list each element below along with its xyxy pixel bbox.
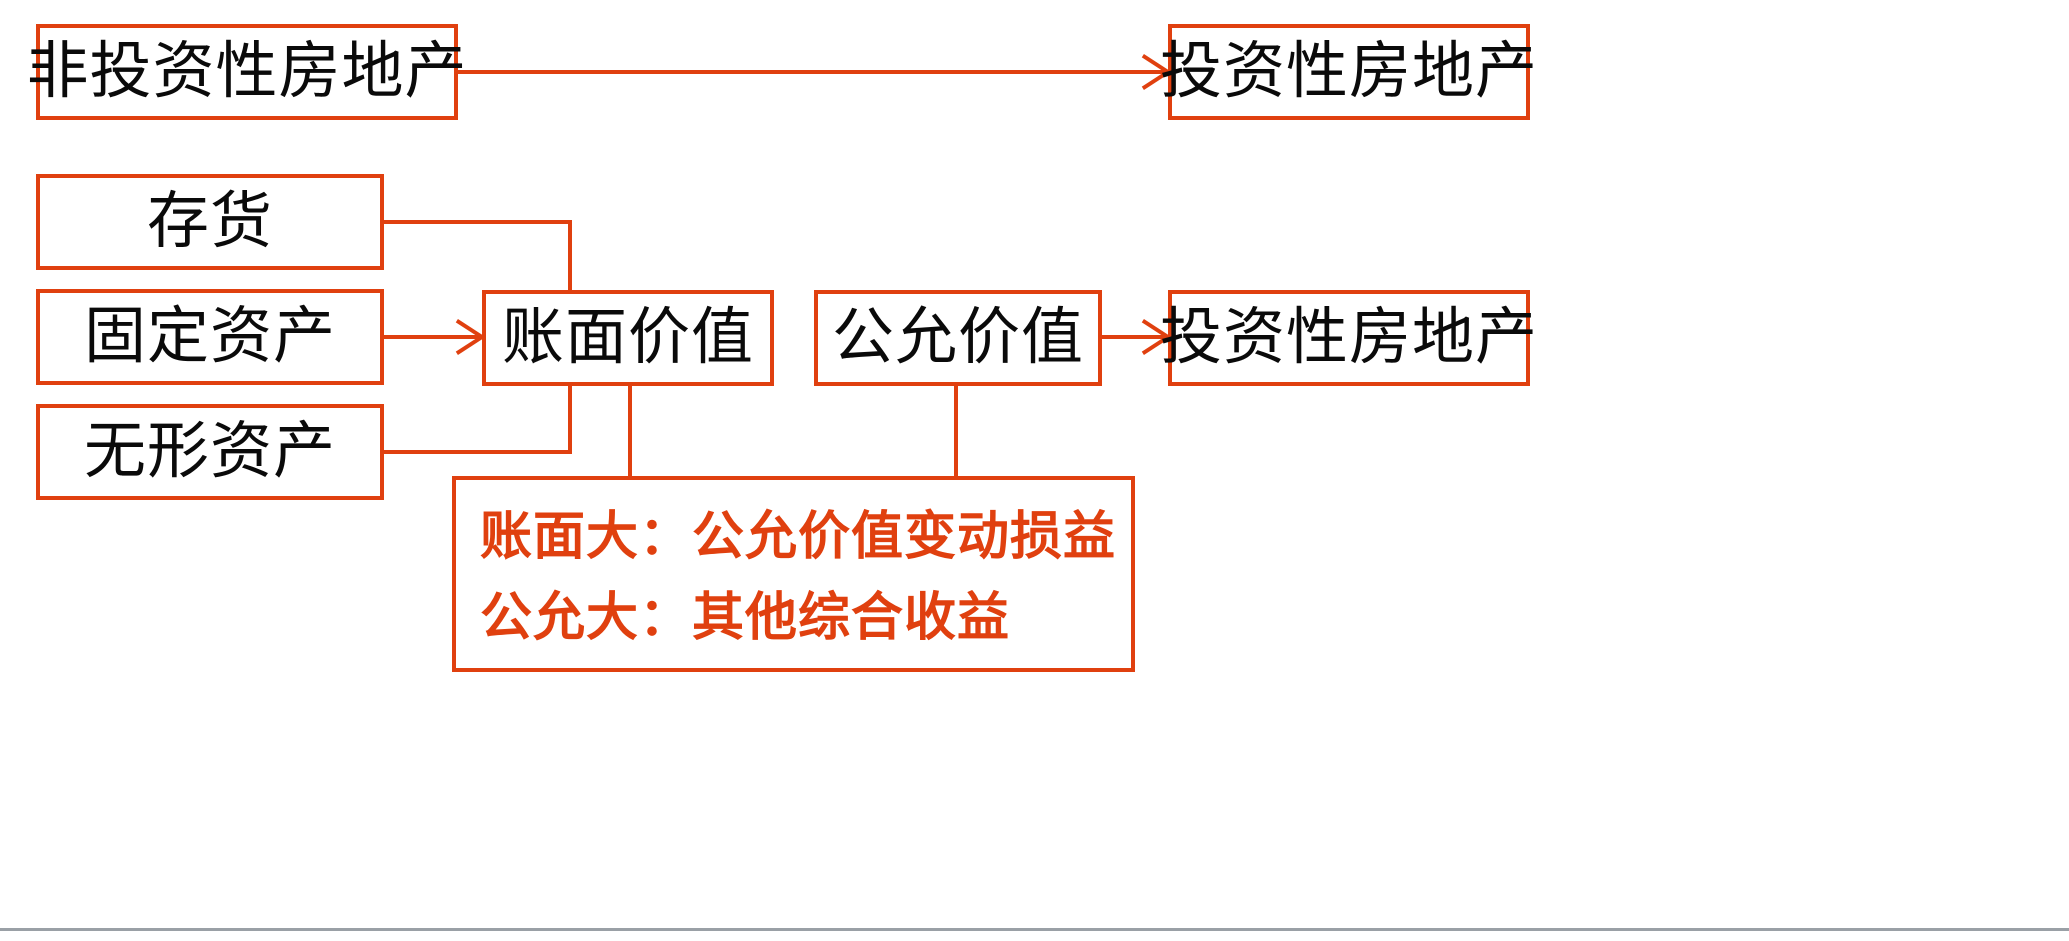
box-inventory: 存货 (36, 174, 384, 270)
box-investment-real-estate-top: 投资性房地产 (1160, 24, 1537, 120)
connector-fair-value-down (954, 386, 958, 482)
connector-inventory-stub (384, 220, 572, 224)
box-investment-real-estate-middle: 投资性房地产 (1160, 290, 1537, 386)
connector-intangible-stub (384, 450, 572, 454)
connector-fair-value-line (1102, 335, 1168, 339)
box-non-investment-real-estate: 非投资性房地产 (27, 24, 467, 120)
box-intangible-asset: 无形资产 (36, 404, 384, 500)
note-line-fair-greater: 公允大：其他综合收益 (480, 589, 1011, 647)
box-book-value: 账面价值 (482, 290, 774, 386)
box-fixed-asset: 固定资产 (36, 289, 384, 385)
connector-book-value-down (628, 386, 632, 482)
page-bottom-rule (0, 928, 2069, 931)
box-valuation-difference-note: 账面大：公允价值变动损益 公允大：其他综合收益 (452, 476, 1135, 672)
box-fair-value: 公允价值 (814, 290, 1102, 386)
connector-top-line (458, 70, 1166, 74)
note-line-book-greater: 账面大：公允价值变动损益 (480, 509, 1117, 566)
